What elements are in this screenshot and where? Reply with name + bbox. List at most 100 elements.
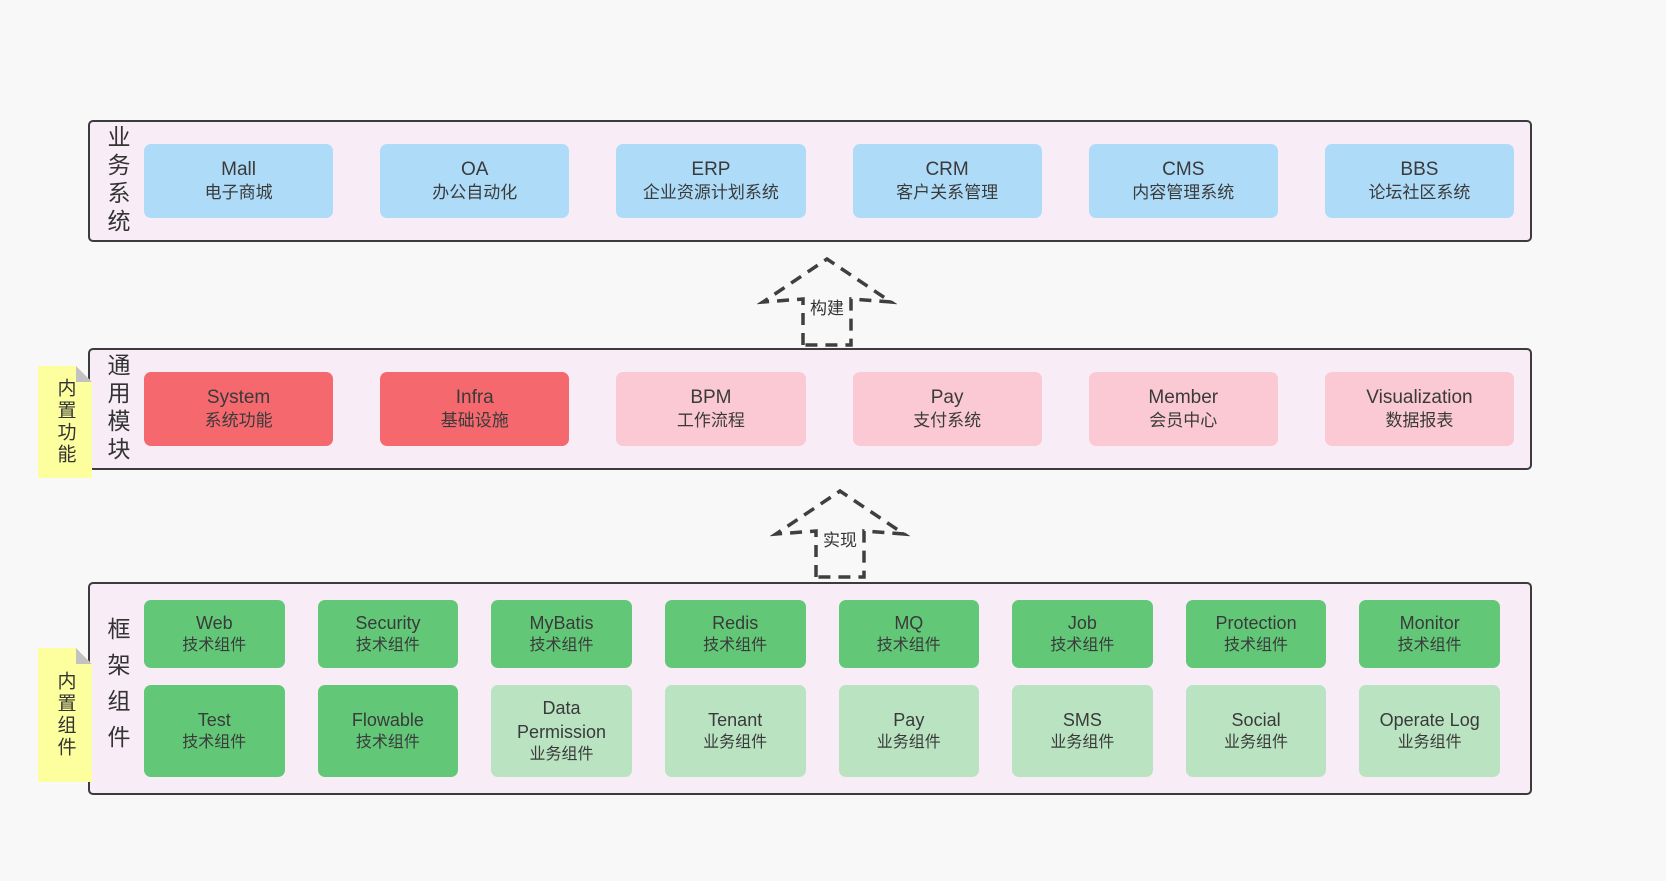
arrow-implement: 实现	[770, 487, 910, 579]
box-title: SMS	[1062, 709, 1102, 730]
box-subtitle: 业务组件	[876, 734, 941, 752]
box-title: Job	[1067, 612, 1097, 633]
box-subtitle: 业务组件	[1050, 734, 1115, 752]
sticky-note-label: 内置功能	[54, 378, 76, 466]
box-subtitle: 技术组件	[1397, 637, 1462, 655]
band-business-systems: 业务系统 Mall 电子商城 OA 办公自动化 ERP 企业资源计划系统 CRM…	[88, 120, 1532, 242]
box-protection: Protection 技术组件	[1185, 600, 1327, 669]
box-title: ERP	[691, 159, 731, 181]
sticky-note-built-in-features: 内置功能	[38, 366, 92, 478]
box-pay-component: Pay 业务组件	[838, 685, 980, 777]
box-visualization: Visualization 数据报表	[1324, 372, 1515, 446]
box-subtitle: 内容管理系统	[1132, 183, 1235, 203]
sticky-note-built-in-components: 内置组件	[38, 648, 92, 782]
band-label-framework-components: 框架组件	[104, 616, 130, 761]
box-title: Flowable	[351, 709, 424, 730]
box-title: Protection	[1215, 612, 1297, 633]
box-title: Test	[197, 709, 231, 730]
box-subtitle: 基础设施	[440, 411, 509, 431]
box-title: Security	[355, 612, 421, 633]
box-title: OA	[461, 159, 489, 181]
band-framework-components: 框架组件 Web 技术组件 Security 技术组件 MyBatis 技术组件…	[88, 582, 1532, 795]
box-social: Social 业务组件	[1185, 685, 1327, 777]
box-subtitle: 办公自动化	[432, 183, 518, 203]
box-subtitle: 技术组件	[1050, 637, 1115, 655]
box-oa: OA 办公自动化	[380, 144, 570, 218]
box-title: MQ	[894, 612, 924, 633]
up-arrow-icon	[757, 256, 897, 347]
band-common-modules: 通用模块 System 系统功能 Infra 基础设施 BPM 工作流程 Pay…	[88, 348, 1532, 470]
box-subtitle: 业务组件	[1397, 734, 1462, 752]
box-member: Member 会员中心	[1088, 372, 1278, 446]
box-title: Infra	[455, 387, 494, 409]
box-title: CMS	[1162, 159, 1205, 181]
box-title: BPM	[690, 387, 732, 409]
box-title: Pay	[930, 387, 964, 409]
box-subtitle: 技术组件	[876, 637, 941, 655]
box-subtitle: 业务组件	[703, 734, 768, 752]
box-bpm: BPM 工作流程	[616, 372, 806, 446]
box-subtitle: 系统功能	[204, 411, 273, 431]
box-title: Social	[1231, 709, 1281, 730]
band-label-common-modules: 通用模块	[104, 353, 130, 465]
band-label-business-systems: 业务系统	[104, 125, 130, 237]
box-erp: ERP 企业资源计划系统	[616, 144, 806, 218]
box-web: Web 技术组件	[144, 600, 285, 669]
box-title: System	[206, 387, 271, 409]
box-subtitle: 业务组件	[529, 746, 594, 764]
box-flowable: Flowable 技术组件	[317, 685, 459, 777]
arrow-build: 构建	[757, 255, 897, 347]
box-subtitle: 技术组件	[703, 637, 768, 655]
box-subtitle: 客户关系管理	[896, 183, 999, 203]
box-job: Job 技术组件	[1012, 600, 1153, 669]
box-subtitle: 支付系统	[913, 411, 982, 431]
box-subtitle: 技术组件	[1224, 637, 1289, 655]
box-title: Monitor	[1399, 612, 1460, 633]
box-subtitle: 技术组件	[355, 734, 420, 752]
box-title: Web	[195, 612, 233, 633]
box-title: Pay	[893, 709, 925, 730]
box-title: BBS	[1400, 159, 1439, 181]
box-operate-log: Operate Log 业务组件	[1359, 685, 1500, 777]
box-pay-module: Pay 支付系统	[852, 372, 1042, 446]
box-subtitle: 会员中心	[1149, 411, 1218, 431]
box-subtitle: 技术组件	[182, 637, 247, 655]
box-title: CRM	[925, 159, 969, 181]
box-crm: CRM 客户关系管理	[852, 144, 1042, 218]
box-redis: Redis 技术组件	[664, 600, 806, 669]
box-data-permission: Data Permission 业务组件	[491, 685, 632, 777]
box-security: Security 技术组件	[317, 600, 459, 669]
box-title: MyBatis	[529, 612, 594, 633]
box-subtitle: 工作流程	[676, 411, 745, 431]
box-bbs: BBS 论坛社区系统	[1324, 144, 1515, 218]
sticky-note-label: 内置组件	[54, 671, 76, 759]
box-subtitle: 论坛社区系统	[1368, 183, 1471, 203]
box-sms: SMS 业务组件	[1012, 685, 1153, 777]
box-subtitle: 企业资源计划系统	[642, 183, 779, 203]
box-subtitle: 业务组件	[1224, 734, 1289, 752]
box-title: Mall	[221, 159, 256, 181]
box-system: System 系统功能	[144, 372, 334, 446]
arrow-label-build: 构建	[806, 293, 848, 320]
box-title: Visualization	[1366, 387, 1473, 409]
up-arrow-icon	[770, 488, 910, 579]
common-modules-row: System 系统功能 Infra 基础设施 BPM 工作流程 Pay 支付系统…	[144, 350, 1530, 468]
box-mybatis: MyBatis 技术组件	[491, 600, 632, 669]
box-mall: Mall 电子商城	[144, 144, 334, 218]
box-subtitle: 电子商城	[204, 183, 273, 203]
box-title: Operate Log	[1379, 709, 1480, 730]
box-subtitle: 技术组件	[182, 734, 247, 752]
arrow-label-implement: 实现	[819, 525, 861, 552]
box-tenant: Tenant 业务组件	[664, 685, 806, 777]
box-mq: MQ 技术组件	[838, 600, 980, 669]
box-title: Tenant	[708, 709, 763, 730]
box-subtitle: 技术组件	[529, 637, 594, 655]
box-cms: CMS 内容管理系统	[1088, 144, 1278, 218]
box-infra: Infra 基础设施	[380, 372, 570, 446]
business-systems-row: Mall 电子商城 OA 办公自动化 ERP 企业资源计划系统 CRM 客户关系…	[144, 122, 1530, 240]
box-subtitle: 技术组件	[355, 637, 420, 655]
box-title: Member	[1148, 387, 1219, 409]
box-title: Redis	[712, 612, 759, 633]
box-monitor: Monitor 技术组件	[1359, 600, 1500, 669]
